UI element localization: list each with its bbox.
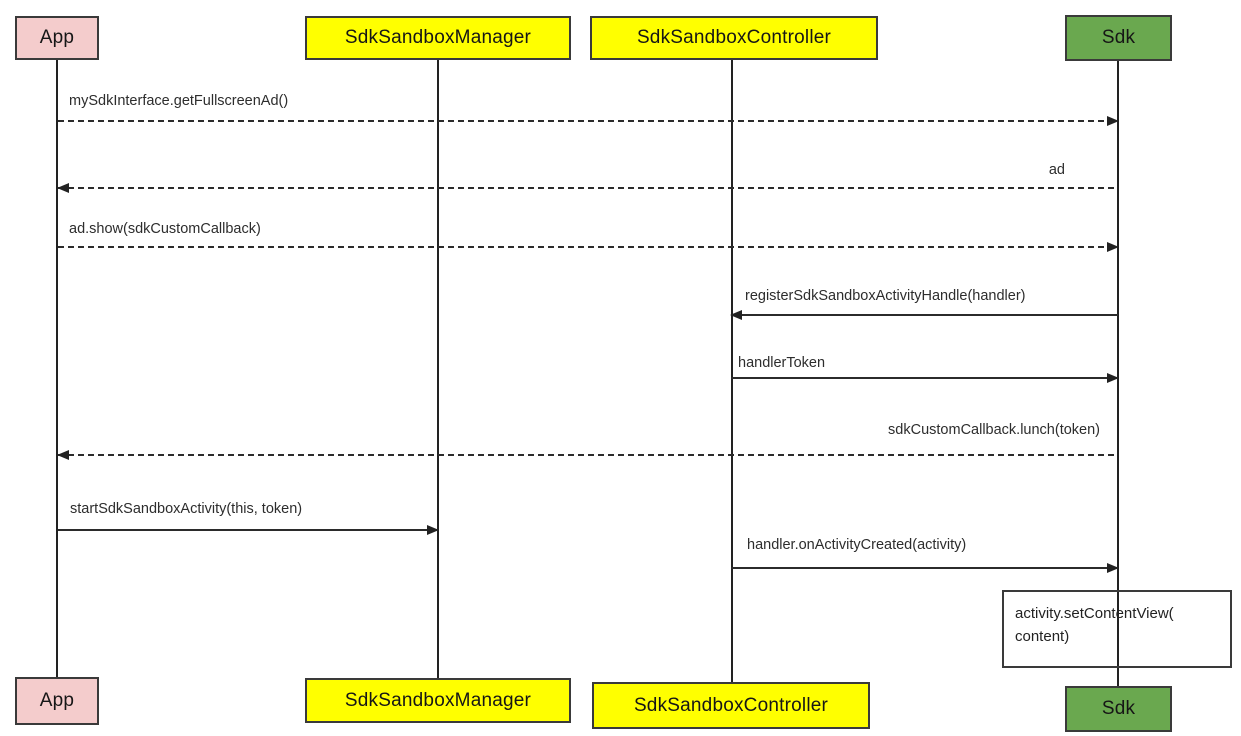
participant-label: Sdk <box>1101 27 1136 48</box>
message-5-label: handlerToken <box>738 355 826 371</box>
message-3-label: ad.show(sdkCustomCallback) <box>69 221 261 237</box>
note-line-1: activity.setContentView( <box>1015 605 1174 622</box>
participant-label: App <box>39 27 75 48</box>
participant-manager-top: SdkSandboxManager <box>305 16 571 60</box>
lifeline-manager <box>437 60 439 679</box>
participant-label: SdkSandboxManager <box>344 689 532 711</box>
participant-sdk-bottom: Sdk <box>1065 686 1172 732</box>
lifeline-controller <box>731 60 733 683</box>
participant-label: App <box>39 690 75 711</box>
message-7-label: startSdkSandboxActivity(this, token) <box>70 501 303 517</box>
message-2-arrow <box>57 183 1118 193</box>
arrowhead-right-icon <box>427 525 439 535</box>
arrowhead-right-icon <box>1107 563 1119 573</box>
participant-controller-bottom: SdkSandboxController <box>592 682 870 729</box>
arrowhead-right-icon <box>1107 116 1119 126</box>
arrowhead-right-icon <box>1107 373 1119 383</box>
message-7-arrow <box>58 525 439 535</box>
note-set-content-view: activity.setContentView( content) <box>1002 590 1232 668</box>
message-5-arrow <box>731 373 1119 383</box>
message-8-arrow <box>731 563 1119 573</box>
message-6-label: sdkCustomCallback.lunch(token) <box>888 422 1100 438</box>
message-8-label: handler.onActivityCreated(activity) <box>747 537 967 553</box>
arrowhead-right-icon <box>1107 242 1119 252</box>
message-4-label: registerSdkSandboxActivityHandle(handler… <box>745 288 1026 304</box>
message-4-arrow <box>730 310 1118 320</box>
participant-controller-top: SdkSandboxController <box>590 16 878 60</box>
arrowhead-left-icon <box>57 450 69 460</box>
participant-app-bottom: App <box>15 677 99 725</box>
message-2-label: ad <box>1048 162 1065 178</box>
message-1-arrow <box>58 116 1119 126</box>
arrowhead-left-icon <box>57 183 69 193</box>
participant-app-top: App <box>15 16 99 60</box>
participant-label: Sdk <box>1101 698 1136 719</box>
participant-manager-bottom: SdkSandboxManager <box>305 678 571 723</box>
message-3-arrow <box>58 242 1119 252</box>
message-6-arrow <box>57 450 1118 460</box>
lifeline-app <box>56 60 58 678</box>
note-line-2: content) <box>1015 628 1070 645</box>
participant-label: SdkSandboxController <box>636 27 832 48</box>
participant-label: SdkSandboxController <box>633 694 829 716</box>
participant-label: SdkSandboxManager <box>344 27 532 48</box>
arrowhead-left-icon <box>730 310 742 320</box>
participant-sdk-top: Sdk <box>1065 15 1172 61</box>
message-1-label: mySdkInterface.getFullscreenAd() <box>69 93 289 109</box>
